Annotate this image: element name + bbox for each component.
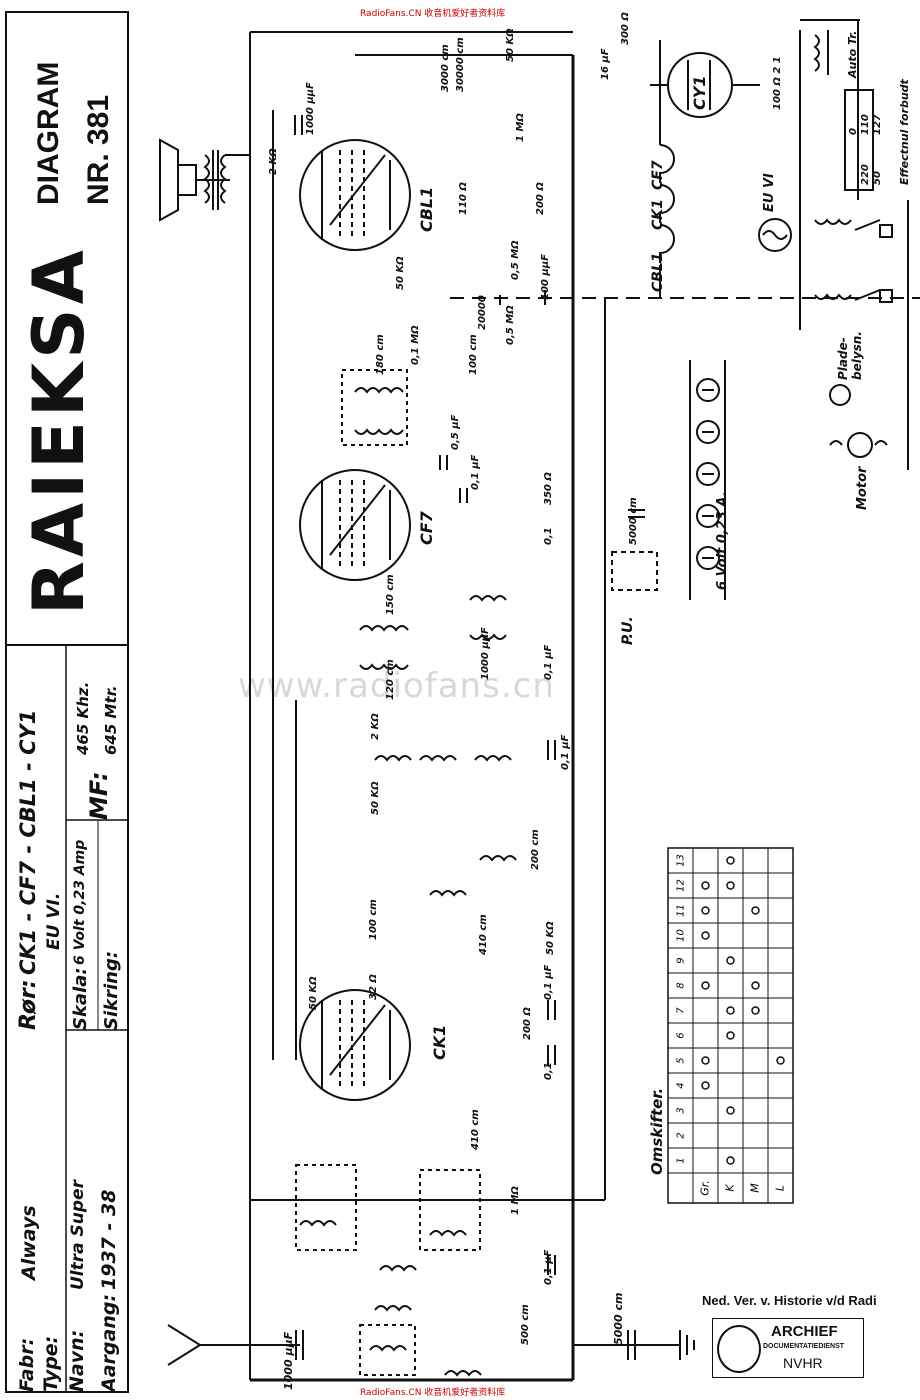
capacitors bbox=[294, 115, 645, 1360]
pickup-icon bbox=[611, 551, 658, 591]
switch-col-6: 6 bbox=[676, 1032, 687, 1038]
switch-table-title: Omskifter. bbox=[648, 1087, 666, 1175]
switch-col-9: 9 bbox=[676, 957, 687, 963]
motor-icon bbox=[829, 432, 888, 458]
tube-cbl1 bbox=[299, 139, 411, 251]
band-coils bbox=[299, 755, 517, 1377]
switch-mark bbox=[726, 1106, 735, 1115]
switch-mark bbox=[701, 1056, 710, 1065]
switch-col-8: 8 bbox=[676, 982, 687, 988]
tube-euvi bbox=[758, 218, 792, 252]
heater-chain bbox=[659, 40, 675, 298]
switch-mark bbox=[701, 931, 710, 940]
scale-lamps bbox=[689, 360, 726, 600]
switch-mark bbox=[726, 1006, 735, 1015]
switch-row-label: M bbox=[749, 1183, 762, 1193]
switch-col-12: 12 bbox=[676, 879, 687, 892]
tube-ck1 bbox=[299, 989, 411, 1101]
switch-col-2: 2 bbox=[676, 1132, 687, 1138]
output-transformer bbox=[203, 150, 250, 210]
archive-logo-icon bbox=[717, 1325, 761, 1373]
switch-mark bbox=[726, 856, 735, 865]
switch-col-11: 11 bbox=[676, 904, 687, 917]
ground-icon bbox=[573, 1330, 695, 1360]
switch-row-label: L bbox=[774, 1185, 787, 1191]
switch-coils bbox=[814, 218, 893, 303]
watermark: www.radiofans.cn bbox=[238, 666, 555, 706]
if-transformer-2 bbox=[359, 595, 507, 670]
switch-mark bbox=[751, 906, 760, 915]
archive-subtitle: DOCUMENTATIEDIENST bbox=[763, 1343, 845, 1350]
switch-mark bbox=[726, 1031, 735, 1040]
header-top: RadioFans.CN 收音机爱好者资料库 bbox=[360, 9, 506, 19]
switch-mark bbox=[726, 1156, 735, 1165]
switch-mark bbox=[726, 956, 735, 965]
tube-cf7 bbox=[299, 469, 411, 581]
mains-transformer bbox=[813, 30, 829, 75]
switch-col-4: 4 bbox=[676, 1082, 687, 1088]
switch-mark bbox=[726, 881, 735, 890]
switch-mark bbox=[776, 1056, 785, 1065]
antenna-icon bbox=[167, 1324, 300, 1366]
switch-col-13: 13 bbox=[676, 854, 687, 867]
switch-mark bbox=[701, 981, 710, 990]
archive-title: ARCHIEF bbox=[771, 1323, 838, 1340]
switch-mark bbox=[751, 981, 760, 990]
switch-row-label: Gr. bbox=[699, 1180, 712, 1196]
archive-stamp: ARCHIEF DOCUMENTATIEDIENST NVHR bbox=[712, 1318, 864, 1378]
plade-lamp-icon bbox=[829, 384, 851, 406]
switch-col-3: 3 bbox=[676, 1107, 687, 1113]
switch-col-5: 5 bbox=[676, 1057, 687, 1063]
if-transformer-1 bbox=[341, 369, 408, 446]
switch-mark bbox=[751, 1006, 760, 1015]
switch-mark bbox=[701, 1081, 710, 1090]
switch-mark bbox=[701, 906, 710, 915]
switch-row-label: K bbox=[724, 1184, 737, 1192]
switch-col-7: 7 bbox=[676, 1007, 687, 1014]
header-bottom: RadioFans.CN 收音机爱好者资料库 bbox=[360, 1388, 506, 1398]
switch-col-10: 10 bbox=[676, 929, 687, 942]
switch-col-1: 1 bbox=[676, 1157, 687, 1163]
archive-org: NVHR bbox=[783, 1355, 823, 1371]
switch-mark bbox=[701, 881, 710, 890]
archive-line: Ned. Ver. v. Historie v/d Radi bbox=[702, 1293, 877, 1308]
